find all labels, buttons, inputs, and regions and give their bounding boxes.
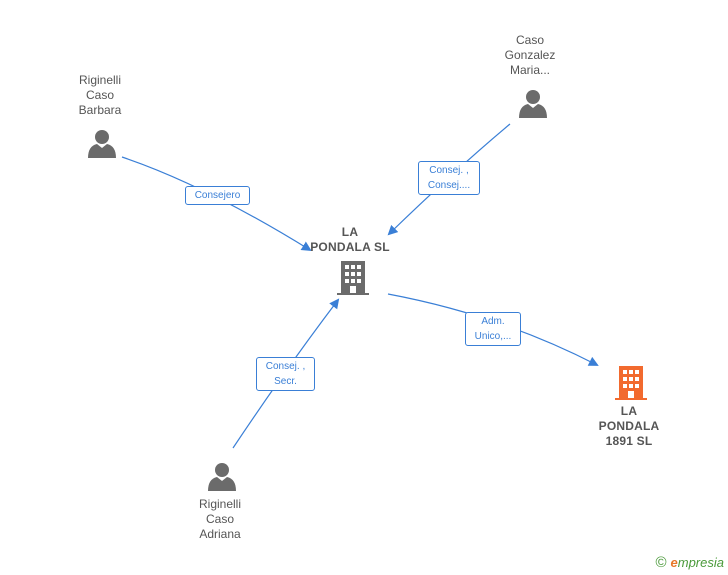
empresia-logo: © empresia bbox=[655, 554, 724, 571]
node-label-la-pondala-1891[interactable]: LA PONDALA 1891 SL bbox=[598, 404, 660, 448]
person-icon[interactable] bbox=[87, 128, 117, 158]
brand-initial: e bbox=[670, 555, 678, 570]
edge-label-consej-secr[interactable]: Consej. , Secr. bbox=[256, 357, 315, 391]
building-icon[interactable] bbox=[337, 261, 369, 295]
node-label-riginelli-barbara[interactable]: Riginelli Caso Barbara bbox=[78, 73, 122, 117]
node-label-caso-gonzalez[interactable]: Caso Gonzalez Maria... bbox=[504, 33, 556, 77]
edge-label-consejero[interactable]: Consejero bbox=[185, 186, 250, 205]
person-icon[interactable] bbox=[518, 88, 548, 118]
node-label-la-pondala[interactable]: LA PONDALA SL bbox=[310, 225, 390, 254]
building-icon[interactable] bbox=[615, 366, 647, 400]
person-icon[interactable] bbox=[207, 461, 237, 491]
copyright-icon: © bbox=[655, 554, 667, 571]
node-label-riginelli-adriana[interactable]: Riginelli Caso Adriana bbox=[198, 497, 242, 541]
edge-label-adm-unico[interactable]: Adm. Unico,... bbox=[465, 312, 521, 346]
edge-label-consej-consej[interactable]: Consej. , Consej.... bbox=[418, 161, 480, 195]
brand-name: mpresia bbox=[677, 555, 724, 570]
